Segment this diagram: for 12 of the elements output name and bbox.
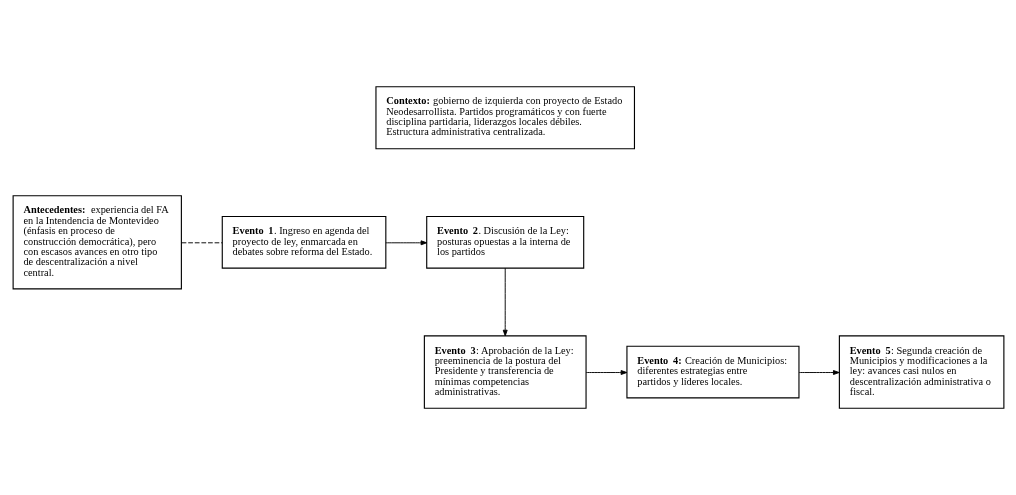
node-box: Evento 1. Ingreso en agenda del proyecto de ley, enmarcada en debates sobre reforma del Estado. xyxy=(221,215,386,269)
node-box: Evento 3: Aprobación de la Ley: preeminencia de la postura del Presidente y transferencia de mínimas competencias administrativas. xyxy=(423,335,587,409)
connector xyxy=(180,242,223,244)
arrow xyxy=(798,370,840,375)
arrow xyxy=(585,370,627,375)
arrow xyxy=(502,267,508,337)
node-box: Evento 4: Creación de Municipios: diferentes estrategias entre partidos y líderes locales. xyxy=(625,345,800,399)
node-box: Antecedentes: experiencia del FA en la Intendencia de Montevideo (énfasis en proceso de construcción democrática), pero con escasos avances en otro tipo de descentralización a nivel central. xyxy=(12,195,182,290)
node-box: Contexto: gobierno de izquierda con proyecto de Estado Neodesarrollista. Partidos programáticos y con fuerte disciplina partidaria, liderazgos locales débiles. Estructura administrativa centralizada. xyxy=(374,86,635,150)
arrow xyxy=(384,240,427,246)
node-box: Evento 5: Segunda creación de Municipios y modificaciones a la ley: avances casi nulos en descentralización administrativa o fiscal. xyxy=(838,335,1004,409)
node-box: Evento 2. Discusión de la Ley: posturas opuestas a la interna de los partidos xyxy=(425,215,584,269)
